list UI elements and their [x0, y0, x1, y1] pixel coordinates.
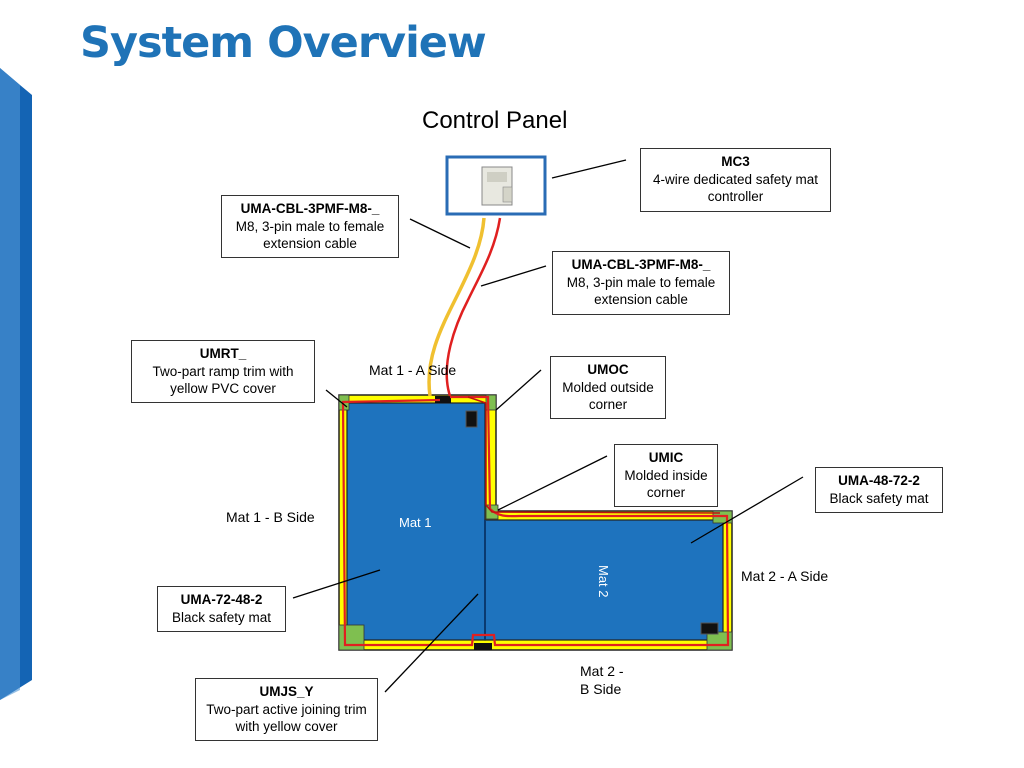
mat-2	[484, 519, 724, 641]
callout-desc: M8, 3-pin male to female extension cable	[235, 218, 385, 252]
callout-desc: Two-part ramp trim with yellow PVC cover	[152, 363, 294, 397]
callout-code: UMA-CBL-3PMF-M8-_	[240, 201, 380, 216]
callout-umoc: UMOC Molded outside corner	[550, 356, 666, 419]
cable-red-to-panel	[445, 217, 502, 397]
leader-umic	[497, 455, 608, 511]
callout-code: UMA-72-48-2	[180, 592, 263, 607]
control-panel-heading: Control Panel	[422, 107, 568, 134]
corner-bottom-left	[338, 624, 365, 651]
callout-code: MC3	[721, 154, 750, 169]
leader-cable-left	[409, 218, 471, 249]
cable-red-inner	[467, 396, 721, 514]
callout-umic: UMIC Molded inside corner	[614, 444, 718, 507]
label-mat1-a-side: Mat 1 - A Side	[369, 362, 457, 378]
slide-title: System Overview	[80, 18, 487, 68]
callout-desc: 4-wire dedicated safety mat controller	[652, 171, 819, 205]
leader-umoc	[495, 369, 542, 411]
mat-assembly	[338, 394, 733, 651]
callout-desc: Molded outside corner	[562, 379, 654, 413]
mat-1	[346, 402, 486, 641]
callout-umjs: UMJS_Y Two-part active joining trim with…	[195, 678, 378, 741]
connector-bottom	[474, 643, 492, 650]
callout-code: UMA-48-72-2	[838, 473, 920, 488]
callout-cable-right: UMA-CBL-3PMF-M8-_ M8, 3-pin male to fema…	[552, 251, 730, 315]
leader-uma48	[690, 476, 804, 544]
leader-mc3	[551, 159, 627, 179]
leader-uma72	[292, 569, 381, 599]
callout-cable-left: UMA-CBL-3PMF-M8-_ M8, 3-pin male to fema…	[221, 195, 399, 258]
mat-1-label: Mat 1	[399, 515, 432, 530]
callout-uma72: UMA-72-48-2 Black safety mat	[157, 586, 286, 632]
leader-umrt	[325, 389, 348, 408]
callout-desc: Black safety mat	[171, 609, 272, 625]
callout-desc: Two-part active joining trim with yellow…	[206, 701, 367, 735]
callout-code: UMJS_Y	[259, 684, 314, 699]
label-mat2-a-side: Mat 2 - A Side	[741, 568, 829, 584]
callout-desc: Molded inside corner	[624, 467, 708, 501]
leader-cable-right	[480, 265, 547, 287]
side-accent-highlight	[0, 68, 20, 700]
callout-code: UMRT_	[199, 346, 247, 361]
callout-umrt: UMRT_ Two-part ramp trim with yellow PVC…	[131, 340, 315, 403]
label-mat1-b-side: Mat 1 - B Side	[226, 509, 315, 525]
mat-2-label: Mat 2	[596, 565, 611, 598]
callout-mc3: MC3 4-wire dedicated safety mat controll…	[640, 148, 831, 212]
connector-mat1-plug	[465, 410, 478, 428]
label-mat2-b-side: Mat 2 - B Side	[580, 663, 624, 697]
connector-mat2-plug	[700, 622, 719, 635]
callout-code: UMIC	[648, 450, 684, 465]
cable-red-loop	[341, 395, 730, 647]
control-panel-image	[445, 155, 547, 216]
connector-top	[435, 396, 451, 403]
callout-desc: M8, 3-pin male to female extension cable	[566, 274, 716, 308]
cable-yellow	[427, 217, 486, 397]
leader-umjs	[384, 593, 479, 693]
callout-code: UMOC	[587, 362, 629, 377]
callout-code: UMA-CBL-3PMF-M8-_	[571, 257, 711, 272]
callout-uma48: UMA-48-72-2 Black safety mat	[815, 467, 943, 513]
callout-desc: Black safety mat	[829, 490, 929, 506]
